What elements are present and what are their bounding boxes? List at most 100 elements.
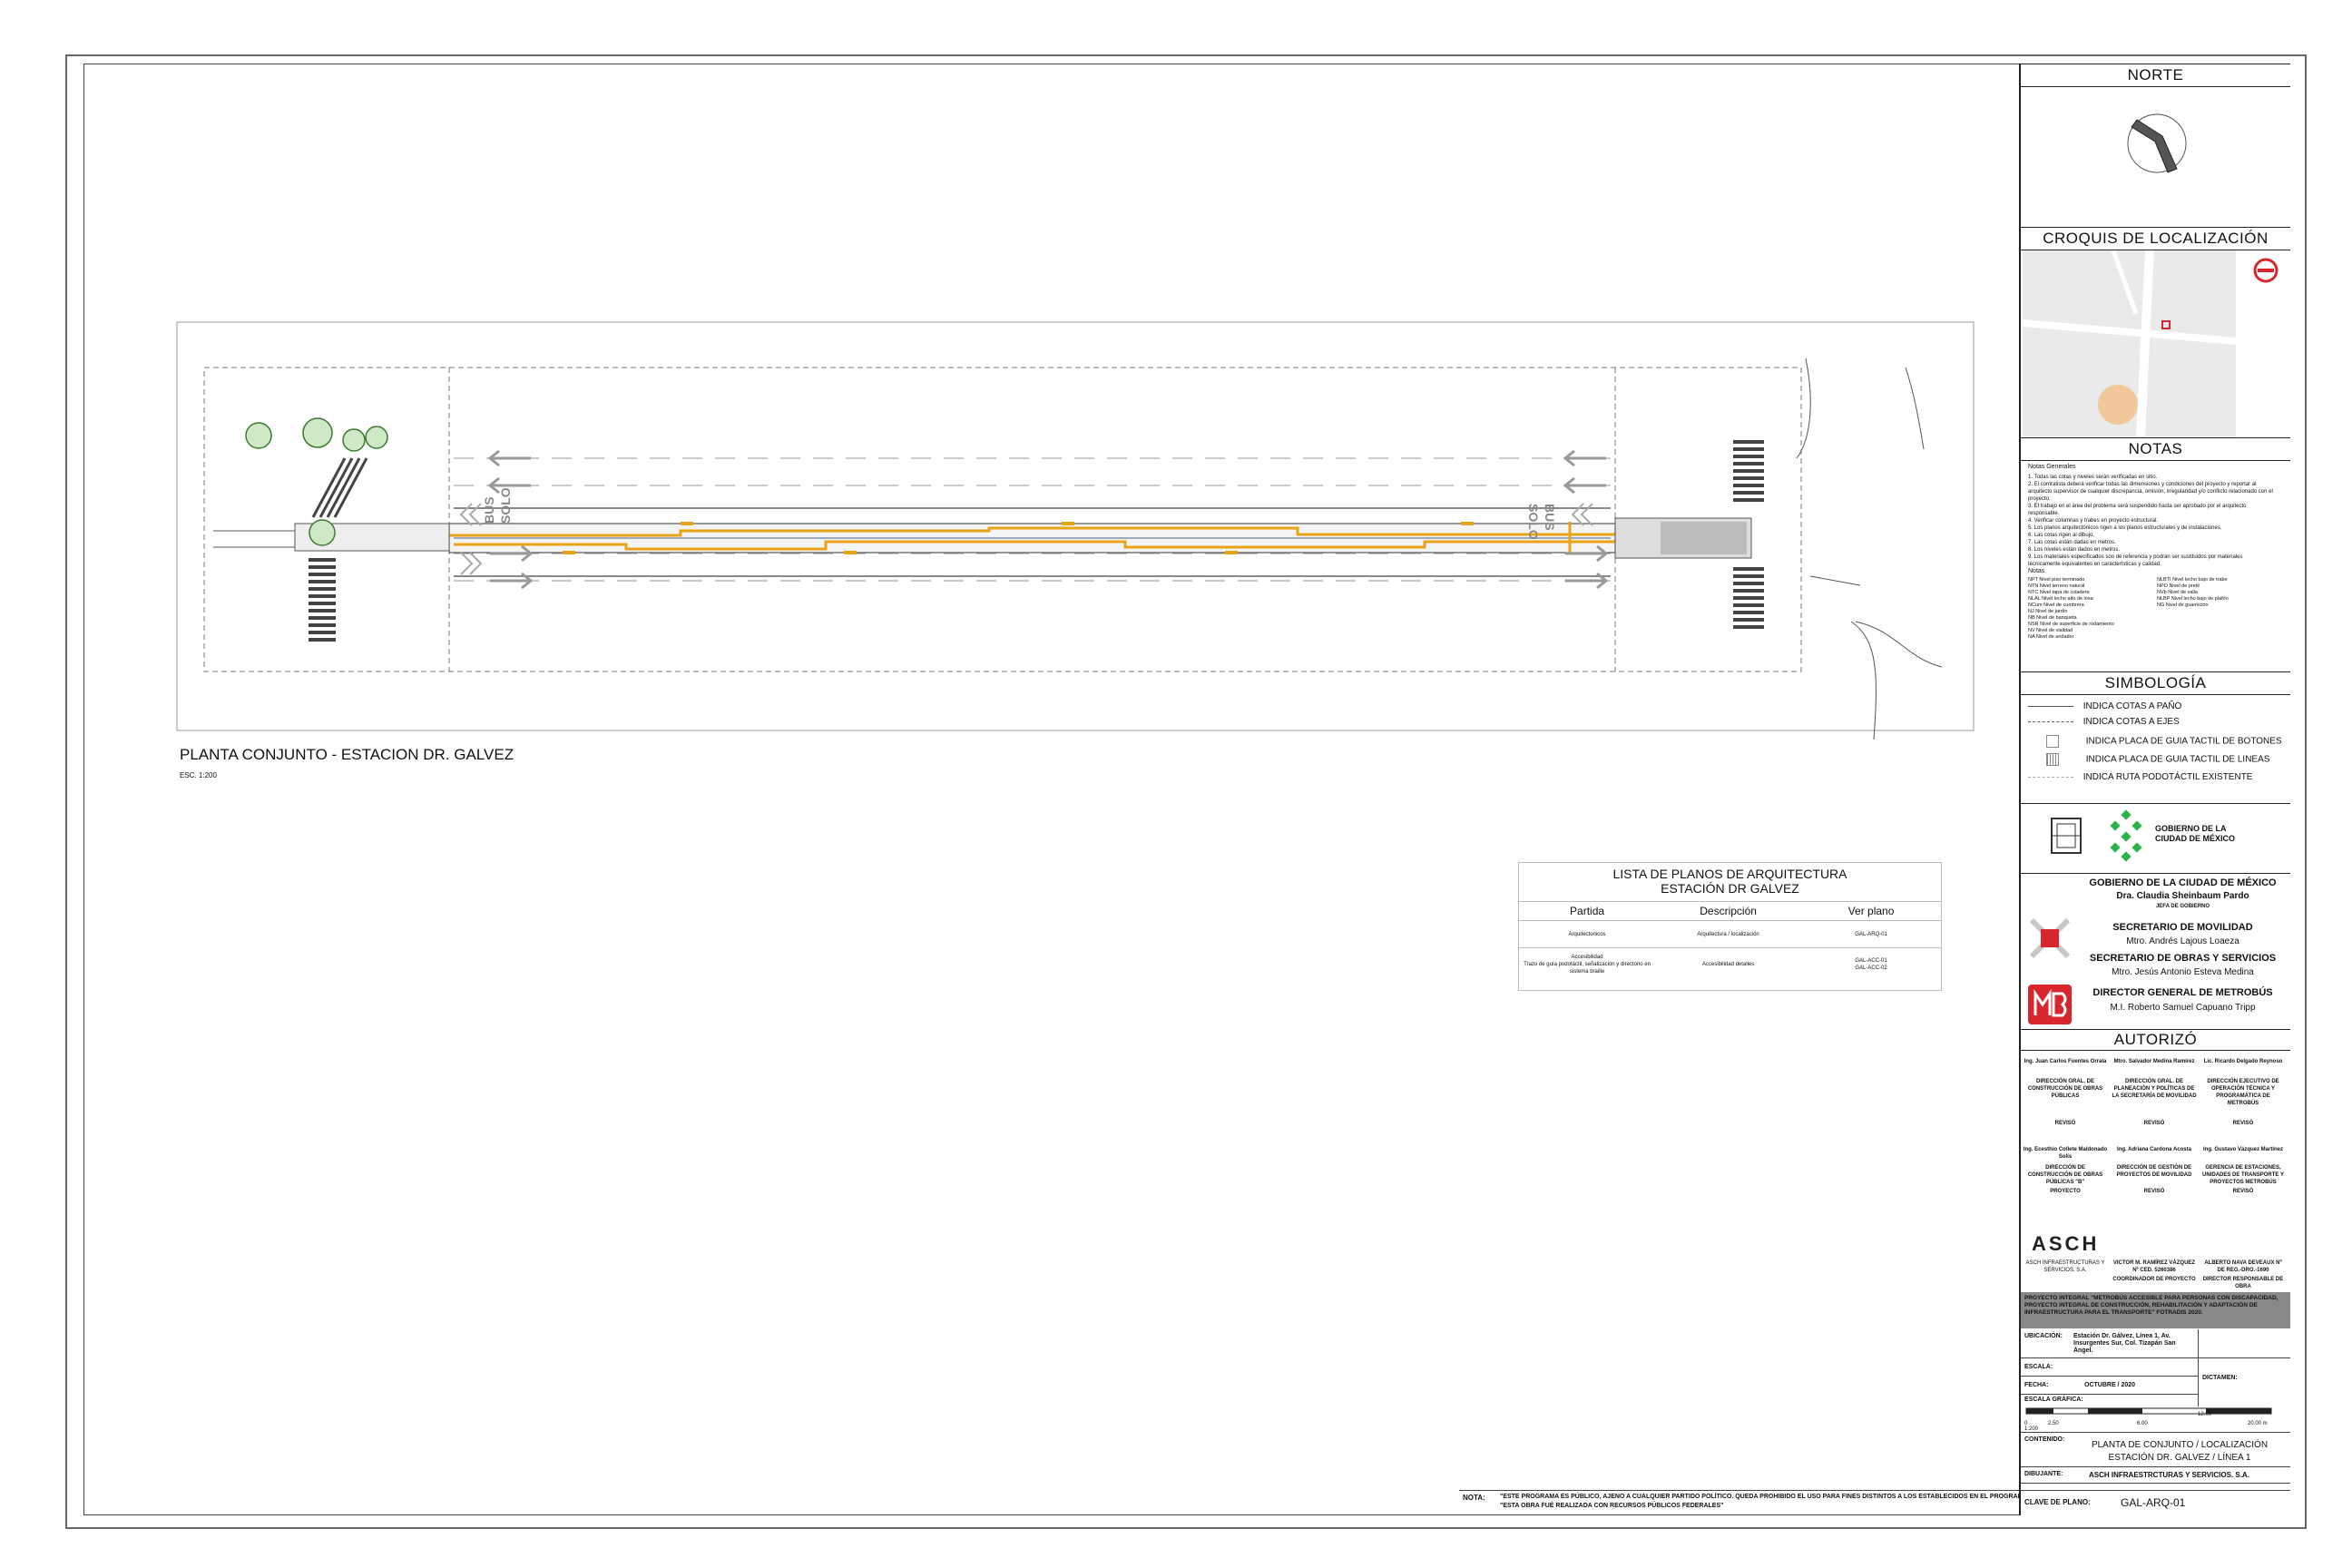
asch-row: ASCH ASCH INFRAESTRUCTURAS Y SERVICIOS, …: [2021, 1227, 2290, 1290]
nivel-item: NCum Nivel de cumbrera: [2028, 603, 2084, 608]
nota-item: 3. El trabajo en el área del problema se…: [2028, 504, 2247, 516]
firma-rol: REVISÓ: [2143, 1189, 2165, 1194]
escala-grafica-label: ESCALA GRÁFICA:: [2024, 1396, 2083, 1403]
symbol-label: INDICA PLACA DE GUIA TACTIL DE LINEAS: [2085, 754, 2270, 765]
nota-label: NOTA:: [1463, 1494, 1485, 1502]
cell-partida: Arquitectonicos: [1519, 920, 1656, 948]
firma-cargo: GERENCIA DE ESTACIONES, UNIDADES DE TRAN…: [2202, 1165, 2284, 1185]
fecha-label: FECHA:: [2024, 1382, 2049, 1388]
cdmx-logo-icon: [2110, 809, 2142, 862]
nivel-item: NPO Nivel de pretil: [2157, 583, 2200, 589]
proyecto-banner: PROYECTO INTEGRAL "METROBÚS ACCESIBLE PA…: [2021, 1292, 2290, 1328]
nota-line-2: "ESTA OBRA FUÉ REALIZADA CON RECURSOS PÚ…: [1500, 1503, 1724, 1509]
location-map: [2023, 250, 2236, 436]
firma-rol: PROYECTO: [2050, 1189, 2081, 1194]
contenido-row: CONTENIDO: PLANTA DE CONJUNTO / LOCALIZA…: [2021, 1433, 2290, 1467]
tactile-line-icon: [2046, 753, 2059, 766]
firma-rol: REVISÓ: [2054, 1121, 2076, 1126]
firma-nombre: Lic. Ricardo Delgado Reynoso: [2203, 1059, 2283, 1064]
cell-ver-plano: GAL-ARQ-01: [1801, 920, 1941, 948]
existing-route-icon: [2028, 776, 2073, 778]
movilidad-nombre: Mtro. Andrés Lajous Loaeza: [2126, 936, 2239, 946]
nivel-item: NTN Nivel terreno natural: [2028, 583, 2085, 589]
ubicacion-row: UBICACIÓN: Estación Dr. Gálvez, Línea 1,…: [2021, 1329, 2290, 1358]
cell-ver-plano: GAL-ACC-01 GAL-ACC-02: [1801, 947, 1941, 981]
firma-nombre: Ing. Adriana Cardona Acosta: [2117, 1147, 2191, 1152]
ubicacion-label: UBICACIÓN:: [2024, 1333, 2063, 1339]
dictamen-label: DICTAMEN:: [2202, 1375, 2238, 1381]
semovi-logo-icon: [2028, 916, 2072, 960]
nota-line-1: "ESTE PROGRAMA ES PÚBLICO, AJENO A CUALQ…: [1500, 1494, 2031, 1500]
firma-cargo: DIRECCIÓN DE CONSTRUCCIÓN DE OBRAS PÚBLI…: [2027, 1165, 2103, 1185]
dibujante-value: ASCH INFRAESTRCTURAS Y SERVICIOS. S.A.: [2089, 1471, 2249, 1479]
clave-row: CLAVE DE PLANO: GAL-ARQ-01: [2021, 1490, 2290, 1516]
road-label-bus-2: BUS: [1543, 504, 1557, 531]
scale-tick: 12.00: [2198, 1412, 2212, 1417]
col-header-partida: Partida: [1519, 901, 1656, 921]
nivel-item: NTC Nivel tapa de coladera: [2028, 590, 2090, 595]
nivel-item: NLAL Nivel lecho alto de losa: [2028, 596, 2093, 602]
dim-line-icon: [2028, 705, 2073, 707]
scale-tick: 6.00: [2137, 1421, 2148, 1426]
escala-row: ESCALA:: [2021, 1358, 2198, 1377]
nota-item: 9. Los materiales especificados son de r…: [2028, 554, 2243, 567]
header-simbologia: SIMBOLOGÍA: [2021, 671, 2290, 695]
coordinador-cargo: COORDINADOR DE PROYECTO: [2112, 1277, 2196, 1282]
nota-item: 2. El contratista deberá verificar todas…: [2028, 482, 2273, 502]
symbol-label: INDICA COTAS A EJES: [2082, 717, 2180, 727]
graphic-scale-bar: [2025, 1407, 2272, 1415]
contenido-line-1: PLANTA DE CONJUNTO / LOCALIZACIÓN: [2091, 1440, 2269, 1450]
road-label-bus-1: BUS: [482, 496, 496, 524]
drawing-frame: [83, 64, 2288, 1515]
symbol-row: INDICA COTAS A EJES: [2028, 717, 2180, 727]
nivel-item: NV Nivel de vialidad: [2028, 628, 2073, 633]
scale-tick: 20.00 m: [2248, 1421, 2268, 1426]
nivel-item: NPT Nivel piso terminado: [2028, 577, 2085, 583]
movilidad-title: SECRETARIO DE MOVILIDAD: [2112, 922, 2253, 933]
drawing-list-table: LISTA DE PLANOS DE ARQUITECTURA ESTACIÓN…: [1518, 862, 1942, 991]
nivel-item: NLBTI Nivel lecho bajo de trabe: [2157, 577, 2228, 583]
notas-niveles-title: Notas: [2028, 568, 2045, 574]
firma-rol: REVISÓ: [2232, 1121, 2254, 1126]
signatures-row-2: Ing. Ecesthio Collete Maldonado Solís DI…: [2021, 1137, 2290, 1224]
nivel-item: NSR Nivel de superficie de rodamiento: [2028, 622, 2114, 627]
scale-tick: 0: [2024, 1421, 2028, 1426]
cell-descripcion: Arquitectura / localización: [1655, 920, 1802, 948]
jefa-cargo: JEFA DE GOBIERNO: [2155, 904, 2210, 909]
symbol-row: INDICA PLACA DE GUIA TACTIL DE BOTONES: [2028, 735, 2282, 748]
nivel-item: NLBP Nivel lecho bajo de plafón: [2157, 596, 2229, 602]
sheet-border: [65, 54, 2307, 1529]
drawing-list-station: ESTACIÓN DR GALVEZ: [1661, 881, 1799, 896]
cell-descripcion: Accesibilidad detalles: [1655, 947, 1802, 981]
header-norte: NORTE: [2021, 64, 2290, 87]
director-cargo: DIRECTOR RESPONSABLE DE OBRA: [2202, 1277, 2284, 1289]
gobierno-title: GOBIERNO DE LA CIUDAD DE MÉXICO: [2089, 877, 2277, 888]
fecha-value: OCTUBRE / 2020: [2084, 1382, 2136, 1388]
nota-item: 6. Las cotas rigen al dibujo.: [2028, 533, 2095, 538]
symbol-label: INDICA PLACA DE GUIA TACTIL DE BOTONES: [2085, 736, 2282, 747]
clave-label: CLAVE DE PLANO:: [2024, 1498, 2091, 1506]
obras-title: SECRETARIO DE OBRAS Y SERVICIOS: [2089, 953, 2277, 964]
header-notas: NOTAS: [2021, 437, 2290, 461]
col-header-ver-plano: Ver plano: [1801, 901, 1941, 921]
firma-nombre: Ing. Gustavo Vázquez Martínez: [2202, 1147, 2283, 1152]
firma-cargo: DIRECCIÓN DE GESTIÓN DE PROYECTOS DE MOV…: [2116, 1165, 2192, 1178]
nota-item: 5. Los planos arquitectónicos rigen a lo…: [2028, 525, 2222, 531]
nivel-item: NVb Nivel de valla: [2157, 590, 2198, 595]
niveles-right-list: NLBTI Nivel lecho bajo de trabe NPO Nive…: [2157, 577, 2284, 609]
niveles-left-list: NPT Nivel piso terminado NTN Nivel terre…: [2028, 577, 2151, 641]
escala-grafica-row: ESCALA GRÁFICA: 0 2.50 6.00 12.00 20.00 …: [2021, 1395, 2290, 1433]
metrobus-logo-icon: [2028, 985, 2072, 1024]
header-croquis: CROQUIS DE LOCALIZACIÓN: [2021, 227, 2290, 250]
nivel-item: NJ Nivel de jardín: [2028, 609, 2068, 614]
drawing-list-grid: Partida Descripción Ver plano Arquitecto…: [1519, 901, 1941, 981]
contenido-label: CONTENIDO:: [2024, 1436, 2065, 1443]
nivel-item: NA Nivel de andador: [2028, 634, 2074, 640]
dibujante-row: DIBUJANTE: ASCH INFRAESTRCTURAS Y SERVIC…: [2021, 1467, 2290, 1484]
symbol-row: INDICA COTAS A PAÑO: [2028, 701, 2181, 711]
nota-item: 8. Los niveles están dados en metros.: [2028, 547, 2121, 553]
title-block: NORTE CROQUIS DE LOCALIZACIÓN NOTAS Nota…: [2019, 64, 2290, 1516]
cdmx-logo-text: GOBIERNO DE LA CIUDAD DE MÉXICO: [2155, 824, 2236, 843]
col-header-descripcion: Descripción: [1655, 901, 1802, 921]
fecha-row: FECHA: OCTUBRE / 2020: [2021, 1377, 2198, 1395]
